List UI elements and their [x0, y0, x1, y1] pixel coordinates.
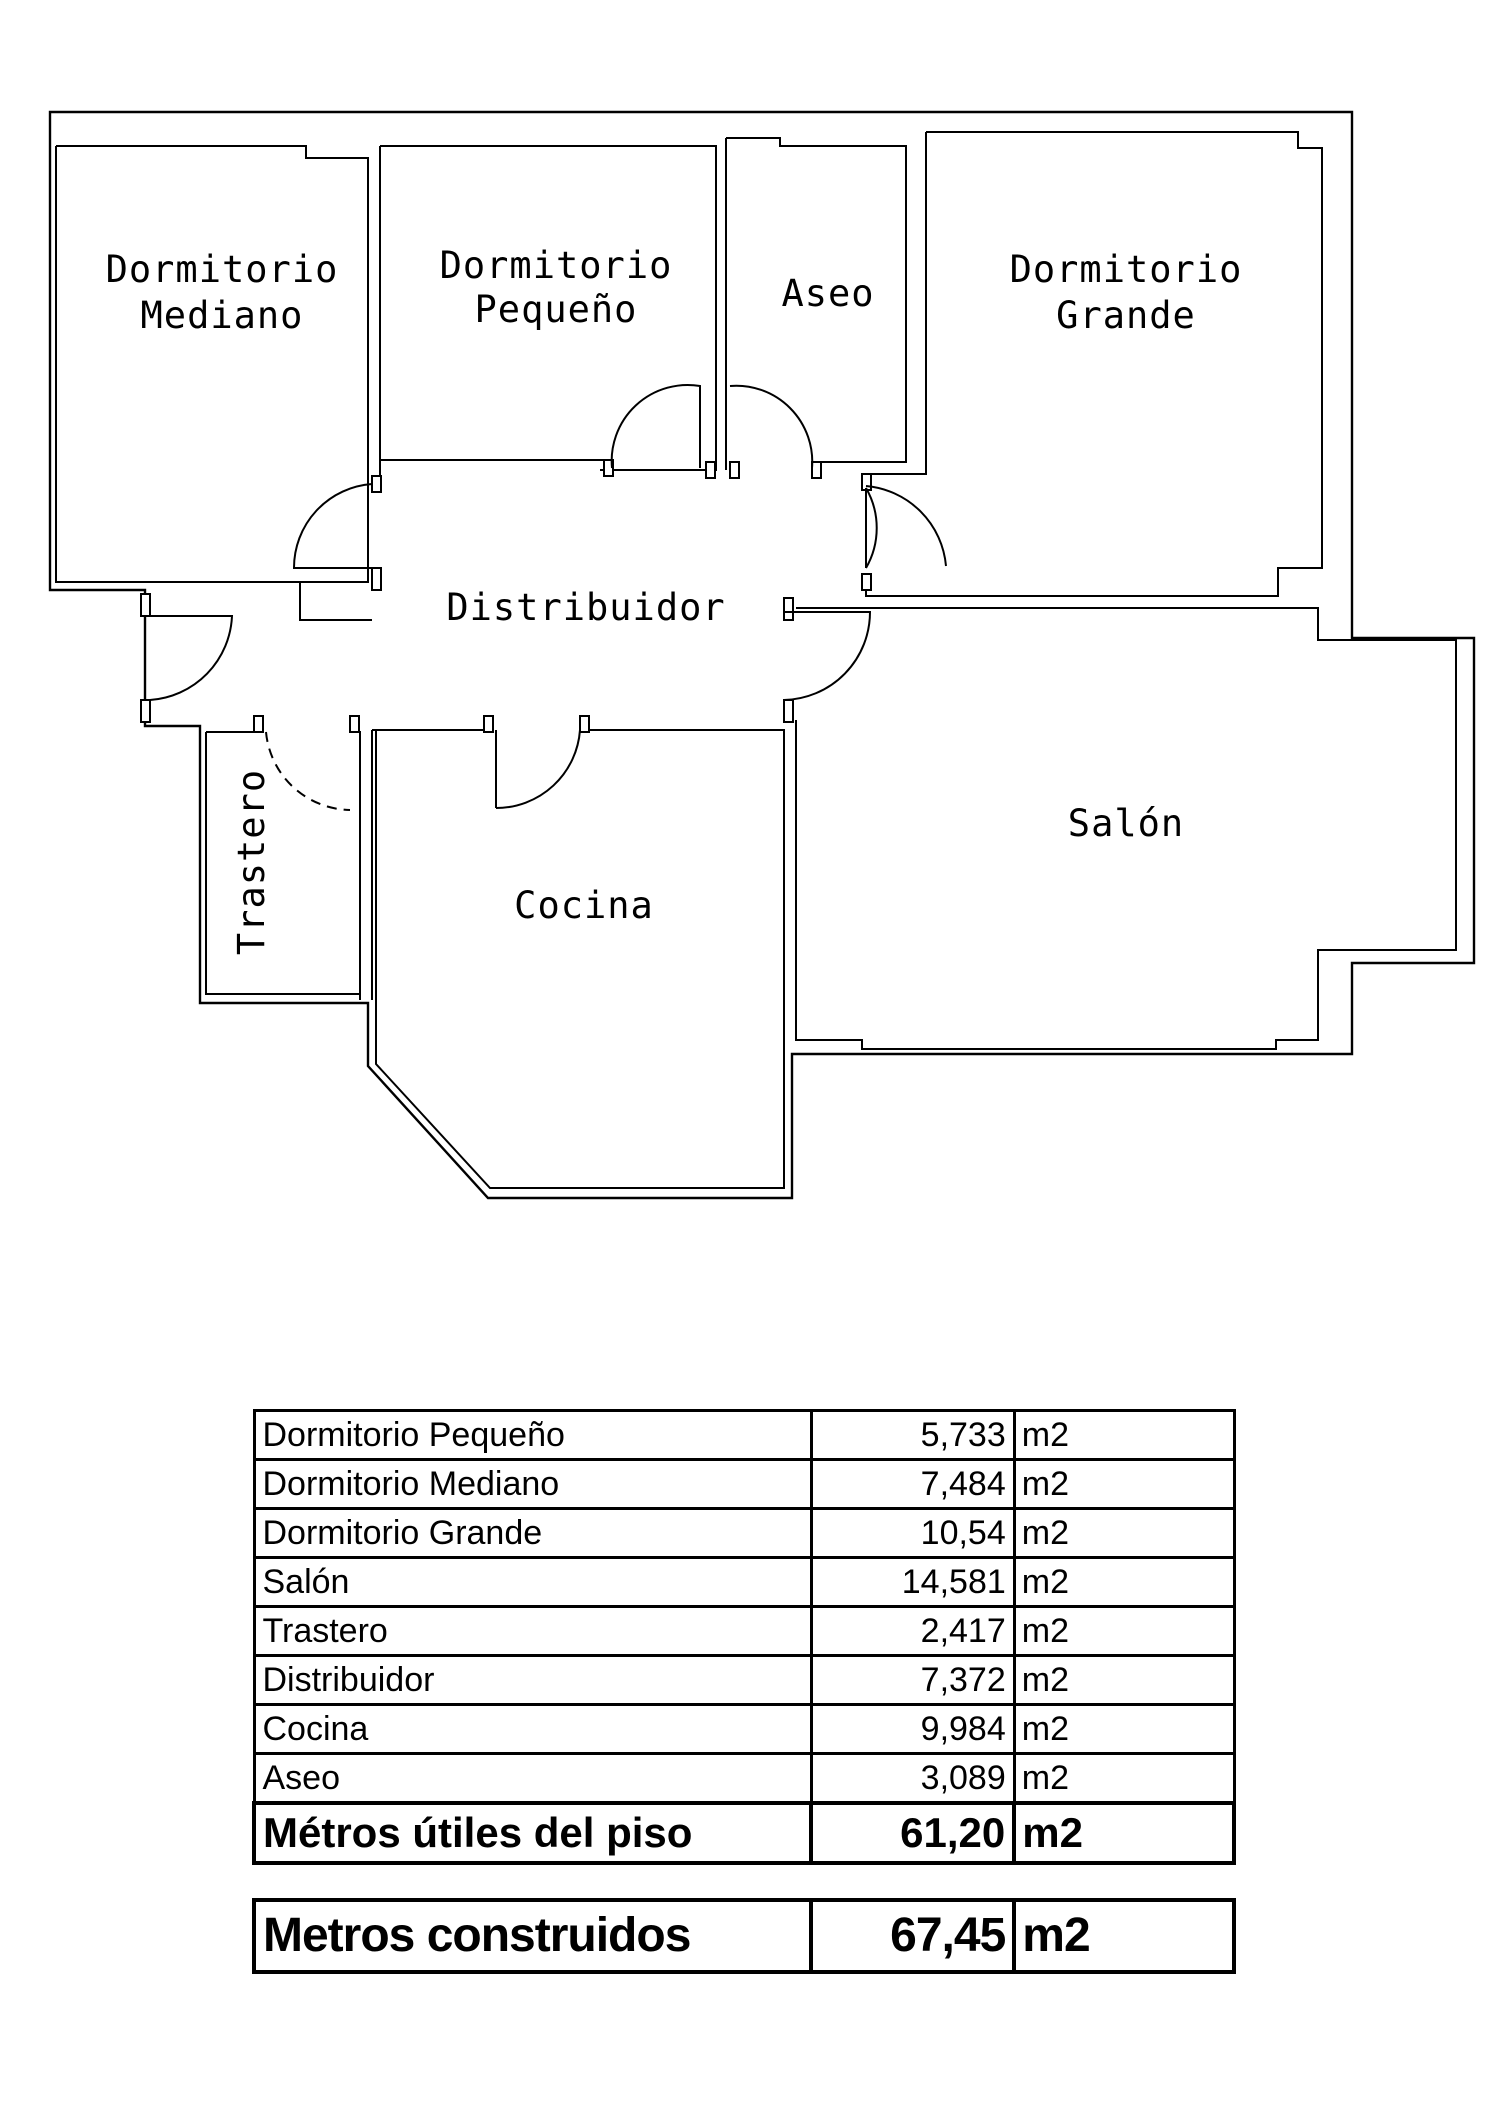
- room-label-dormitorio-pequeno-1: Dormitorio: [440, 244, 673, 287]
- area-value: 10,54: [809, 1507, 1016, 1559]
- wall-dormitorio-grande: [865, 131, 1323, 597]
- floor-plan: Dormitorio Mediano Dormitorio Pequeño As…: [48, 110, 1476, 1200]
- useful-total-unit: m2: [1012, 1801, 1236, 1865]
- built-total-unit: m2: [1012, 1898, 1236, 1974]
- room-label-dormitorio-mediano-2: Mediano: [141, 294, 304, 337]
- area-name: Distribuidor: [252, 1654, 813, 1706]
- room-label-distribuidor: Distribuidor: [446, 586, 725, 629]
- useful-total-value: 61,20: [808, 1801, 1017, 1865]
- room-label-salon: Salón: [1068, 802, 1184, 845]
- built-total-label: Metros construidos: [252, 1898, 813, 1974]
- area-value: 7,372: [809, 1654, 1016, 1706]
- area-name: Dormitorio Mediano: [252, 1458, 813, 1510]
- area-unit: m2: [1012, 1605, 1236, 1657]
- area-unit: m2: [1012, 1752, 1236, 1805]
- useful-total-label: Métros útiles del piso: [252, 1801, 813, 1865]
- wall-dormitorio-pequeno: [379, 145, 717, 480]
- wall-cocina: [371, 729, 785, 1189]
- area-name: Salón: [252, 1556, 813, 1608]
- built-area-table: Metros construidos 67,45 m2: [252, 1898, 1236, 1974]
- built-total-row: Metros construidos 67,45 m2: [252, 1898, 1236, 1974]
- area-unit: m2: [1012, 1409, 1236, 1461]
- door-jambs: [140, 459, 872, 733]
- area-name: Cocina: [252, 1703, 813, 1755]
- area-name: Aseo: [252, 1752, 813, 1805]
- area-name: Dormitorio Grande: [252, 1507, 813, 1559]
- area-value: 5,733: [809, 1409, 1016, 1461]
- area-unit: m2: [1012, 1703, 1236, 1755]
- area-name: Trastero: [252, 1605, 813, 1657]
- wall-aseo: [725, 137, 907, 470]
- built-total-value: 67,45: [808, 1898, 1017, 1974]
- door-swings: [149, 384, 947, 811]
- area-unit: m2: [1012, 1654, 1236, 1706]
- room-label-trastero: Trastero: [230, 769, 273, 955]
- area-value: 2,417: [809, 1605, 1016, 1657]
- area-value: 7,484: [809, 1458, 1016, 1510]
- room-label-dormitorio-grande-2: Grande: [1056, 294, 1196, 337]
- area-unit: m2: [1012, 1556, 1236, 1608]
- wall-salon: [795, 607, 1457, 1050]
- wall-dormitorio-mediano: [55, 145, 372, 621]
- room-label-dormitorio-mediano-1: Dormitorio: [106, 248, 339, 291]
- area-value: 3,089: [809, 1752, 1016, 1805]
- area-name: Dormitorio Pequeño: [252, 1409, 813, 1461]
- room-label-dormitorio-pequeno-2: Pequeño: [475, 288, 638, 331]
- area-unit: m2: [1012, 1507, 1236, 1559]
- room-label-dormitorio-grande-1: Dormitorio: [1010, 248, 1243, 291]
- area-unit: m2: [1012, 1458, 1236, 1510]
- room-label-cocina: Cocina: [514, 884, 654, 927]
- area-value: 14,581: [809, 1556, 1016, 1608]
- area-value: 9,984: [809, 1703, 1016, 1755]
- room-label-aseo: Aseo: [781, 272, 874, 315]
